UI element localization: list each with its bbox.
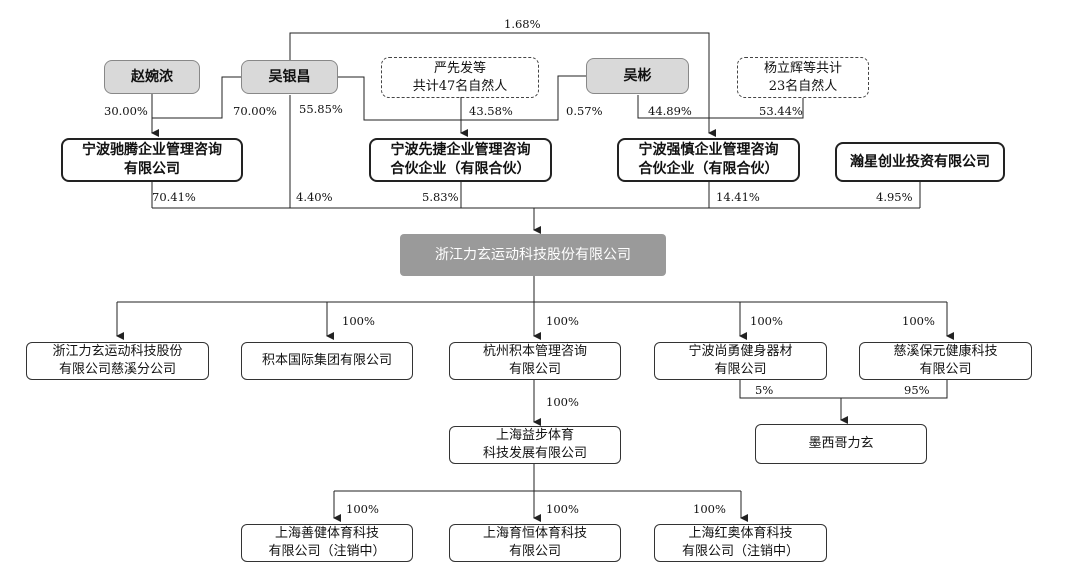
shareholder-wu-bin: 吴彬 <box>586 58 689 94</box>
sub-mexico-lixuan: 墨西哥力玄 <box>755 424 927 464</box>
sub-shanghai-yuheng: 上海育恒体育科技有限公司 <box>449 524 621 562</box>
pct-hanxing-main: 4.95% <box>876 190 913 204</box>
pct-wu-main-direct: 4.40% <box>296 190 333 204</box>
pct-qiangzhen-main: 14.41% <box>716 190 760 204</box>
pct-hongao: 100% <box>693 502 726 516</box>
main-company: 浙江力玄运动科技股份有限公司 <box>400 234 666 276</box>
pct-yan-xianjie: 43.58% <box>469 104 513 118</box>
sub-shanghai-hongao: 上海红奥体育科技有限公司（注销中） <box>654 524 827 562</box>
pct-shanjian: 100% <box>346 502 379 516</box>
sub-hangzhou-jiben: 杭州积本管理咨询有限公司 <box>449 342 621 380</box>
shareholder-zhao-wannong: 赵婉浓 <box>104 60 200 94</box>
sub-cixi-branch: 浙江力玄运动科技股份有限公司慈溪分公司 <box>26 342 209 380</box>
entity-hanxing: 瀚星创业投资有限公司 <box>835 142 1005 182</box>
pct-hangzhou-jiben: 100% <box>546 314 579 328</box>
entity-ningbo-xianjie: 宁波先捷企业管理咨询合伙企业（有限合伙） <box>369 138 552 182</box>
sub-shanghai-yibu: 上海益步体育科技发展有限公司 <box>449 426 621 464</box>
pct-zhao-chiteng: 30.00% <box>104 104 148 118</box>
pct-xianjie-main: 5.83% <box>422 190 459 204</box>
sub-cixi-baoyuan: 慈溪保元健康科技有限公司 <box>859 342 1032 380</box>
sub-shanghai-shanjian: 上海善健体育科技有限公司（注销中） <box>241 524 413 562</box>
pct-wu-chiteng: 70.00% <box>233 104 277 118</box>
pct-wubin-qiangzhen: 44.89% <box>648 104 692 118</box>
pct-cixi-baoyuan: 100% <box>902 314 935 328</box>
sub-jiben-group: 积本国际集团有限公司 <box>241 342 413 380</box>
shareholder-wu-yinchang: 吴银昌 <box>241 60 338 94</box>
pct-jiben-group: 100% <box>342 314 375 328</box>
pct-shanghai-yibu: 100% <box>546 395 579 409</box>
pct-wubin-xianjie: 0.57% <box>566 104 603 118</box>
pct-yang-qiangzhen: 53.44% <box>759 104 803 118</box>
sub-ningbo-shangyong: 宁波尚勇健身器材有限公司 <box>654 342 827 380</box>
entity-ningbo-chiteng: 宁波驰腾企业管理咨询有限公司 <box>61 138 243 182</box>
pct-wu-qiangzhen-top: 1.68% <box>504 17 541 31</box>
pct-chiteng-main: 70.41% <box>152 190 196 204</box>
pct-yuheng: 100% <box>546 502 579 516</box>
shareholder-yan-group: 严先发等共计47名自然人 <box>381 57 539 98</box>
pct-wu-main: 55.85% <box>299 102 343 116</box>
entity-ningbo-qiangzhen: 宁波强慎企业管理咨询合伙企业（有限合伙） <box>617 138 800 182</box>
pct-mexico-baoyuan: 95% <box>904 383 930 397</box>
pct-mexico-shangyong: 5% <box>755 383 774 397</box>
pct-ningbo-shangyong: 100% <box>750 314 783 328</box>
